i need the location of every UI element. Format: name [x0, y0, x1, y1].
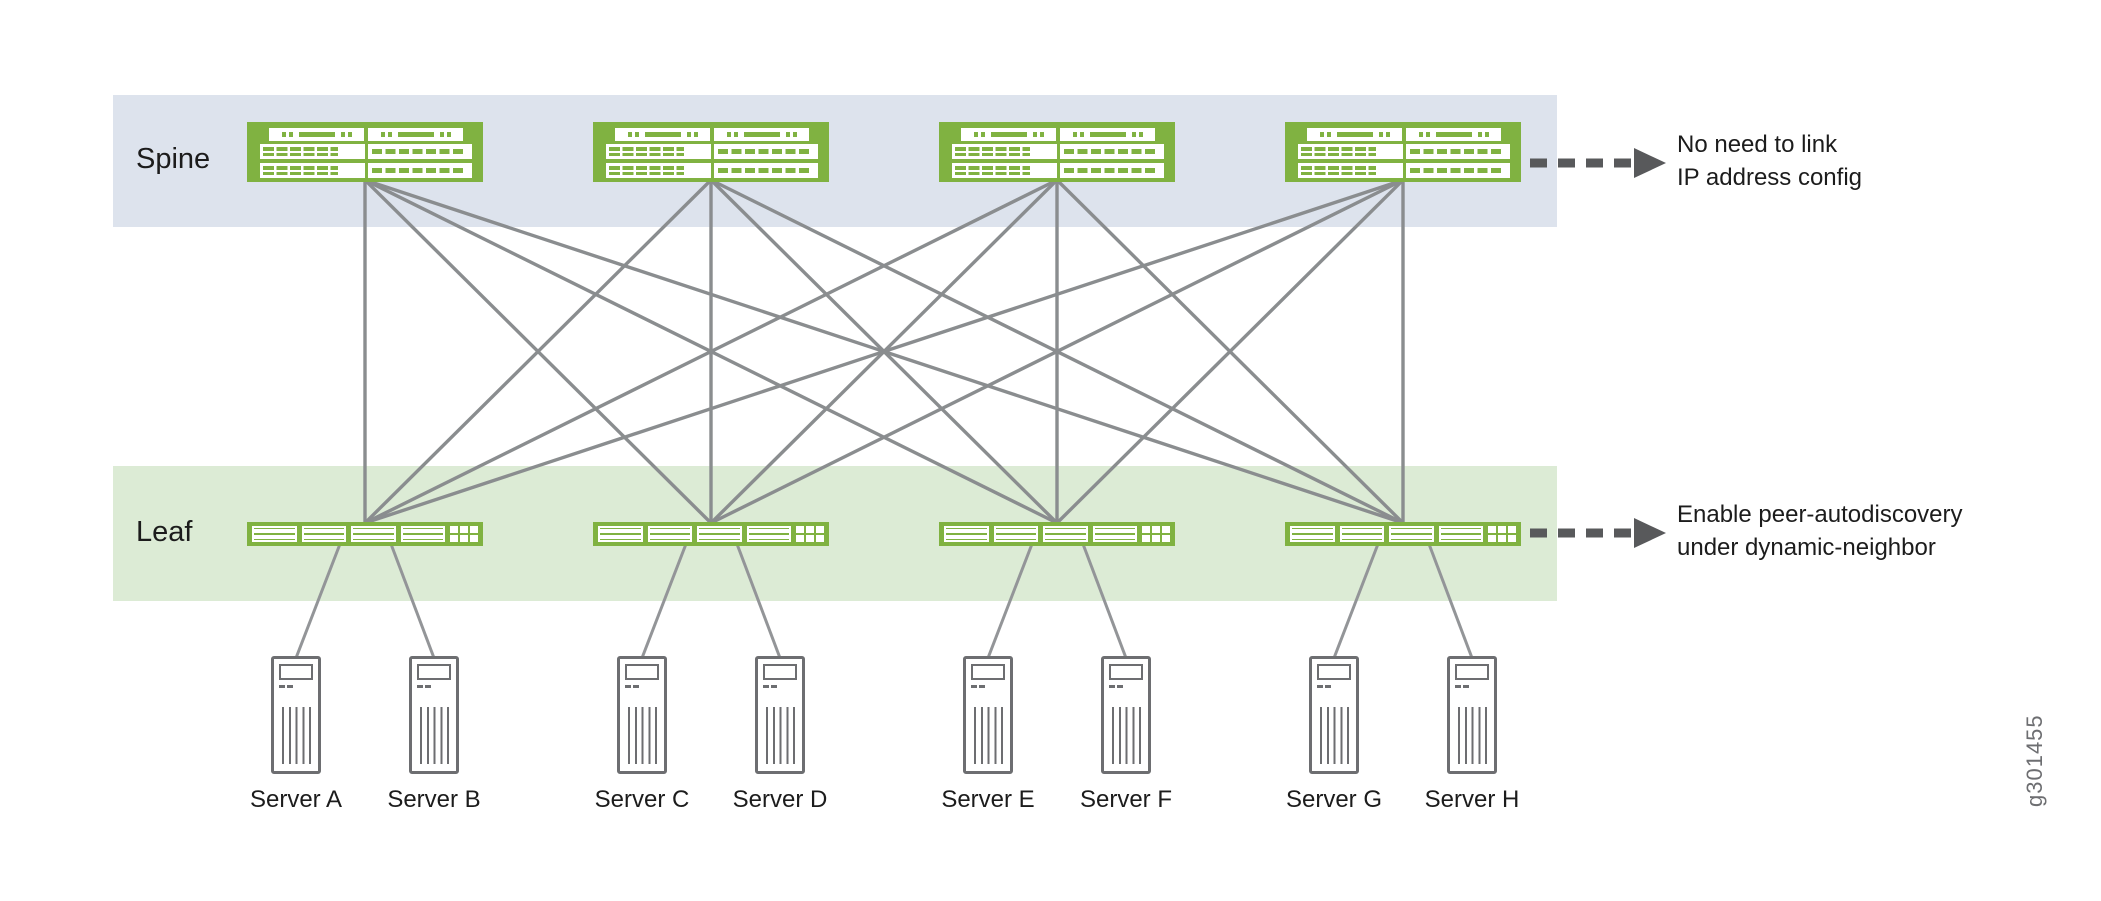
leaf-port-module	[697, 526, 742, 542]
server-g: Server G	[1264, 656, 1404, 814]
server-a: Server A	[226, 656, 366, 814]
switch-faceplate	[1307, 128, 1402, 141]
leaf-port-module	[993, 526, 1038, 542]
spine-annotation-text: No need to link IP address config	[1677, 128, 1862, 194]
leaf-port-module	[647, 526, 692, 542]
server-icon	[271, 656, 321, 774]
server-label: Server G	[1285, 786, 1383, 813]
leaf-annotation-line1: Enable peer-autodiscovery	[1677, 501, 1963, 528]
server-b: Server B	[364, 656, 504, 814]
port-row-panel	[1059, 144, 1164, 159]
port-row-panel	[367, 163, 472, 178]
port-row-panel	[1405, 163, 1510, 178]
port-grid-panel	[1298, 163, 1403, 178]
port-grid-panel	[952, 163, 1057, 178]
leaf-switch-4	[1285, 522, 1521, 546]
leaf-port-module	[1389, 526, 1434, 542]
leaf-port-module	[746, 526, 791, 542]
leaf-port-module	[1438, 526, 1483, 542]
leaf-label: Leaf	[136, 516, 193, 548]
switch-faceplate	[1406, 128, 1501, 141]
leaf-port-module	[351, 526, 396, 542]
port-row-panel	[713, 144, 818, 159]
port-grid-panel	[606, 163, 711, 178]
leaf-uplink-ports	[796, 526, 824, 542]
server-label: Server F	[1079, 786, 1172, 813]
server-label: Server E	[941, 786, 1035, 813]
leaf-port-module	[400, 526, 445, 542]
port-row-panel	[713, 163, 818, 178]
leaf-port-module	[598, 526, 643, 542]
spine-annotation-line1: No need to link	[1677, 131, 1838, 158]
server-label: Server B	[387, 786, 481, 813]
port-grid-panel	[1298, 144, 1403, 159]
switch-faceplate	[269, 128, 364, 141]
port-grid-panel	[260, 144, 365, 159]
switch-faceplate	[615, 128, 710, 141]
spine-switch-3	[939, 122, 1175, 182]
spine-switch-4	[1285, 122, 1521, 182]
leaf-port-module	[1092, 526, 1137, 542]
leaf-port-module	[1290, 526, 1335, 542]
port-grid-panel	[952, 144, 1057, 159]
server-label: Server A	[249, 786, 343, 813]
leaf-switch-3	[939, 522, 1175, 546]
server-icon	[755, 656, 805, 774]
spine-annotation-arrow	[1530, 148, 1666, 178]
port-row-panel	[1059, 163, 1164, 178]
spine-switch-1	[247, 122, 483, 182]
leaf-port-module	[1043, 526, 1088, 542]
server-d: Server D	[710, 656, 850, 814]
leaf-uplink-ports	[1142, 526, 1170, 542]
server-label: Server C	[594, 786, 690, 813]
port-grid-panel	[606, 144, 711, 159]
leaf-annotation-text: Enable peer-autodiscovery under dynamic-…	[1677, 498, 1963, 564]
leaf-switch-1	[247, 522, 483, 546]
leaf-switch-2	[593, 522, 829, 546]
server-icon	[1309, 656, 1359, 774]
switch-faceplate	[1060, 128, 1155, 141]
server-icon	[1447, 656, 1497, 774]
leaf-uplink-ports	[450, 526, 478, 542]
spine-annotation-line2: IP address config	[1677, 164, 1863, 191]
server-icon	[963, 656, 1013, 774]
port-grid-panel	[260, 163, 365, 178]
server-e: Server E	[918, 656, 1058, 814]
server-label: Server D	[732, 786, 828, 813]
leaf-port-module	[301, 526, 346, 542]
leaf-port-module	[944, 526, 989, 542]
figure-id: g301455	[2022, 714, 2047, 807]
port-row-panel	[1405, 144, 1510, 159]
leaf-port-module	[1339, 526, 1384, 542]
leaf-port-module	[252, 526, 297, 542]
server-c: Server C	[572, 656, 712, 814]
leaf-annotation-line2: under dynamic-neighbor	[1677, 534, 1936, 561]
server-icon	[617, 656, 667, 774]
leaf-uplink-ports	[1488, 526, 1516, 542]
server-h: Server H	[1402, 656, 1542, 814]
server-icon	[1101, 656, 1151, 774]
server-icon	[409, 656, 459, 774]
spine-label: Spine	[136, 143, 211, 175]
port-row-panel	[367, 144, 472, 159]
leaf-annotation-arrow	[1530, 518, 1666, 548]
spine-switch-2	[593, 122, 829, 182]
server-label: Server H	[1424, 786, 1520, 813]
switch-faceplate	[714, 128, 809, 141]
server-f: Server F	[1056, 656, 1196, 814]
switch-faceplate	[368, 128, 463, 141]
switch-faceplate	[961, 128, 1056, 141]
